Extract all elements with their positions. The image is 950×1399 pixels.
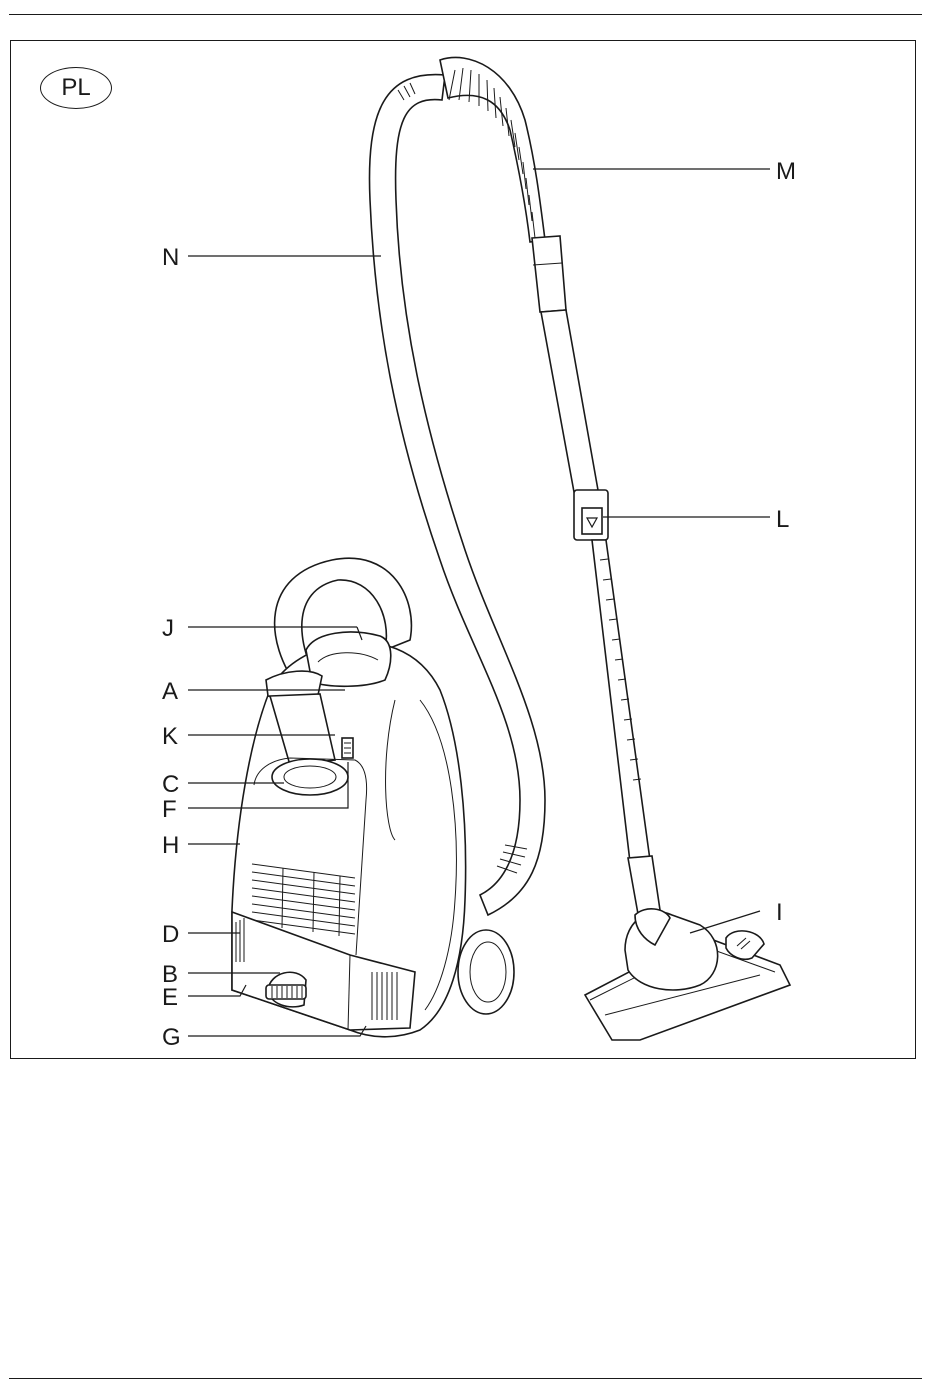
vacuum-body xyxy=(232,632,514,1037)
leader-line-i xyxy=(690,911,760,933)
label-f: F xyxy=(162,796,177,823)
label-k: K xyxy=(162,723,178,750)
label-g: G xyxy=(162,1024,181,1051)
label-d: D xyxy=(162,921,179,948)
label-j: J xyxy=(162,615,174,642)
label-m: M xyxy=(776,158,796,185)
floor-nozzle xyxy=(585,909,790,1040)
label-l: L xyxy=(776,506,789,533)
bottom-rule xyxy=(9,1378,922,1379)
label-h: H xyxy=(162,832,179,859)
telescopic-tube xyxy=(574,490,660,914)
label-i: I xyxy=(776,899,783,926)
label-a: A xyxy=(162,678,178,705)
hose-grip xyxy=(440,58,598,493)
label-e: E xyxy=(162,984,178,1011)
leader-line-g xyxy=(188,1026,366,1036)
label-c: C xyxy=(162,771,179,798)
label-n: N xyxy=(162,244,179,271)
